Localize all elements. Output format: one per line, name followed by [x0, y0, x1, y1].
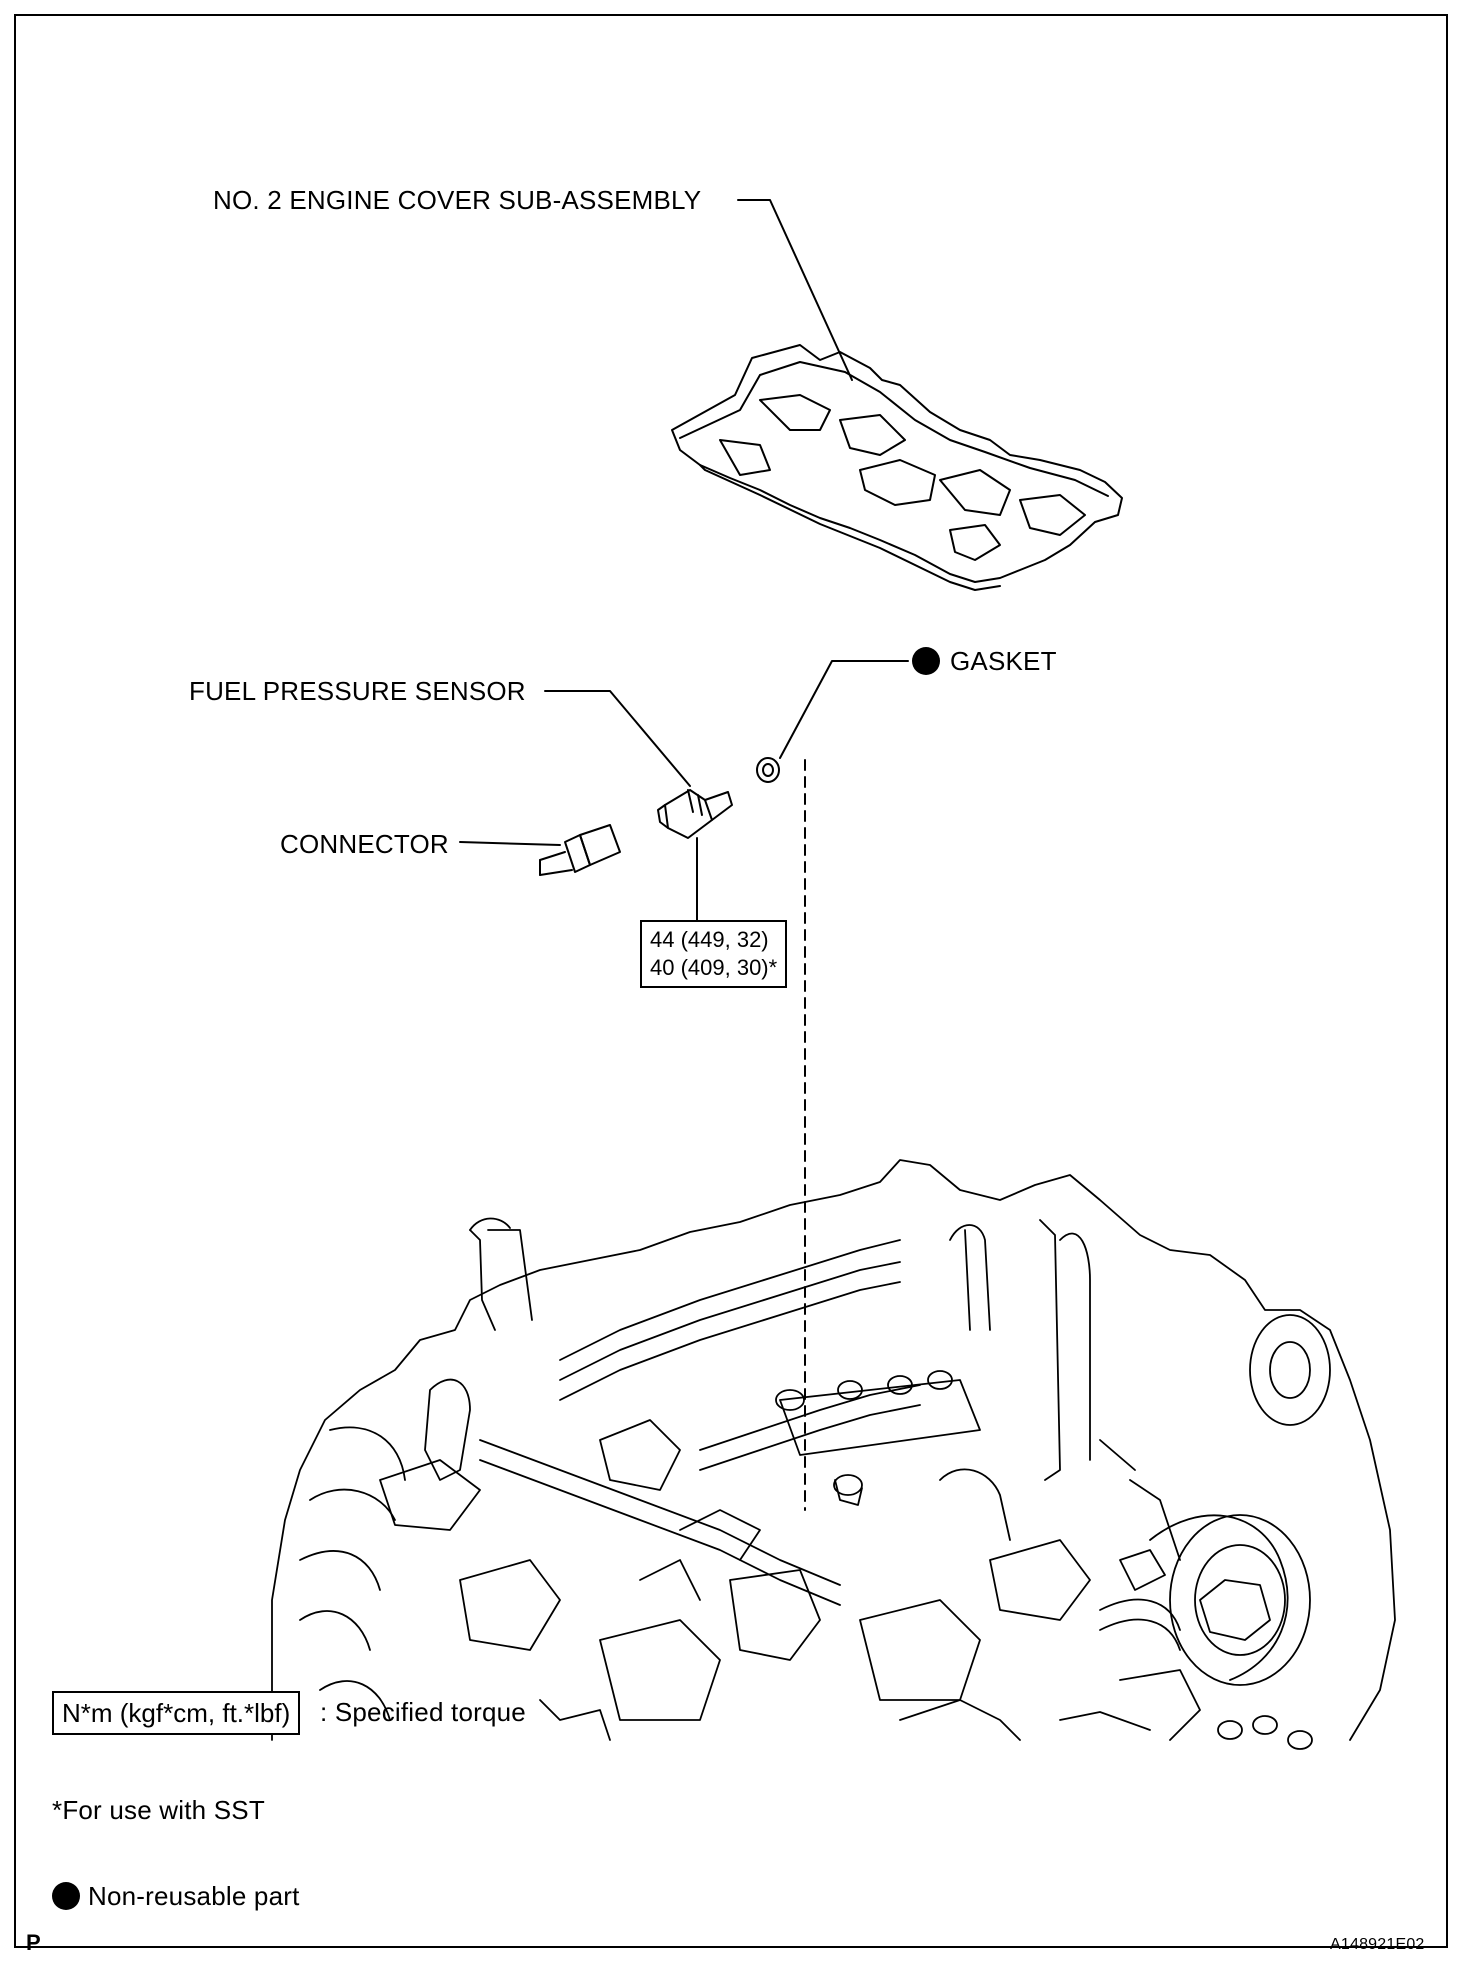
gasket-label: GASKET	[950, 646, 1057, 676]
filled-circle-icon	[52, 1882, 80, 1910]
torque-spec-line-1: 44 (449, 32)	[650, 927, 769, 952]
connector-leader	[459, 841, 561, 846]
footer-left-code: P	[26, 1930, 41, 1955]
engine-cover-label: NO. 2 ENGINE COVER SUB-ASSEMBLY	[213, 185, 702, 215]
connector-label: CONNECTOR	[280, 829, 449, 859]
engine-cover-leader	[737, 199, 853, 381]
nonreusable-part-label: Non-reusable part	[88, 1881, 300, 1911]
gasket-leader	[779, 660, 909, 759]
sensor-leader	[544, 690, 691, 787]
torque-units-box: N*m (kgf*cm, ft.*lbf)	[52, 1691, 301, 1735]
figure-id: A148921E02	[1330, 1936, 1425, 1953]
engine-assembly-drawing	[271, 1159, 1396, 1750]
torque-spec-box: 44 (449, 32) 40 (409, 30)*	[640, 920, 788, 988]
diagram-frame	[14, 14, 1448, 1948]
filled-circle-icon	[912, 647, 940, 675]
torque-spec-line-2: 40 (409, 30)*	[650, 955, 778, 980]
engine-cover-drawing	[671, 344, 1123, 591]
specified-torque-label: : Specified torque	[320, 1697, 526, 1727]
fuel-pressure-sensor-label: FUEL PRESSURE SENSOR	[189, 676, 526, 706]
fuel-pressure-sensor-drawing	[657, 789, 733, 839]
gasket-drawing	[756, 757, 780, 783]
connector-drawing	[539, 824, 621, 876]
sst-note: *For use with SST	[52, 1795, 265, 1825]
